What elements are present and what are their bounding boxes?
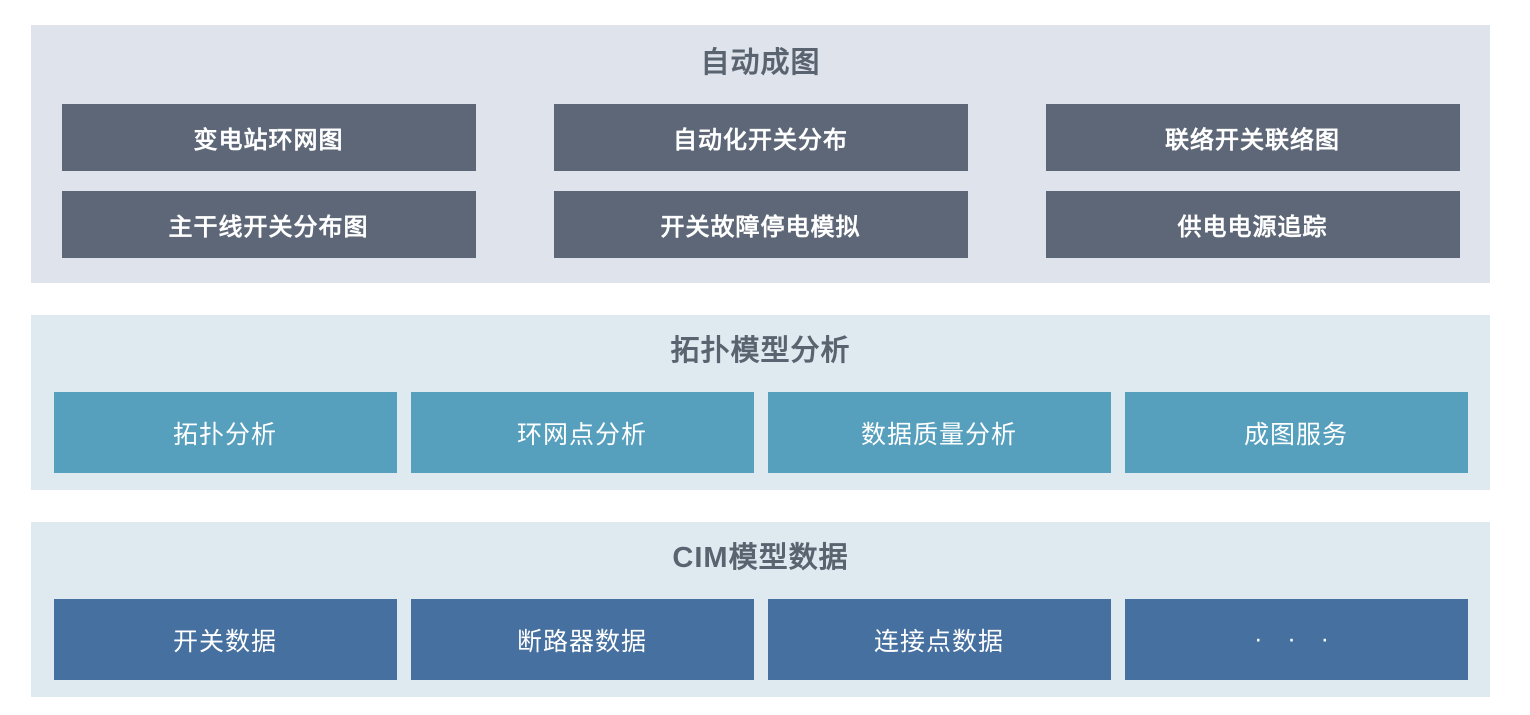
auto-mapping-button-grid: 变电站环网图 自动化开关分布 联络开关联络图 主干线开关分布图 开关故障停电模拟… (31, 104, 1490, 258)
architecture-diagram: 自动成图 变电站环网图 自动化开关分布 联络开关联络图 主干线开关分布图 开关故… (31, 25, 1490, 697)
button-switch-fault-outage-simulation[interactable]: 开关故障停电模拟 (553, 191, 968, 258)
tile-mapping-service[interactable]: 成图服务 (1124, 392, 1468, 473)
section-auto-mapping: 自动成图 变电站环网图 自动化开关分布 联络开关联络图 主干线开关分布图 开关故… (31, 25, 1490, 283)
tile-topology-analysis[interactable]: 拓扑分析 (53, 392, 397, 473)
cim-tile-row: 开关数据 断路器数据 连接点数据 · · · (31, 599, 1490, 680)
section-title-cim-model-data: CIM模型数据 (672, 542, 849, 574)
topology-tile-row: 拓扑分析 环网点分析 数据质量分析 成图服务 (31, 392, 1490, 473)
tile-switch-data[interactable]: 开关数据 (53, 599, 397, 680)
section-topology-model-analysis: 拓扑模型分析 拓扑分析 环网点分析 数据质量分析 成图服务 (31, 315, 1490, 490)
section-title-topology-model-analysis: 拓扑模型分析 (670, 335, 851, 367)
section-title-auto-mapping: 自动成图 (700, 47, 821, 79)
tile-more-ellipsis[interactable]: · · · (1124, 599, 1468, 680)
tile-circuit-breaker-data[interactable]: 断路器数据 (410, 599, 754, 680)
button-trunk-line-switch-distribution-diagram[interactable]: 主干线开关分布图 (61, 191, 476, 258)
button-automated-switch-distribution[interactable]: 自动化开关分布 (553, 104, 968, 171)
tile-connectivity-node-data[interactable]: 连接点数据 (767, 599, 1111, 680)
button-tie-switch-connection-diagram[interactable]: 联络开关联络图 (1045, 104, 1460, 171)
button-substation-ring-network-diagram[interactable]: 变电站环网图 (61, 104, 476, 171)
tile-data-quality-analysis[interactable]: 数据质量分析 (767, 392, 1111, 473)
tile-ring-network-point-analysis[interactable]: 环网点分析 (410, 392, 754, 473)
button-power-supply-tracing[interactable]: 供电电源追踪 (1045, 191, 1460, 258)
section-cim-model-data: CIM模型数据 开关数据 断路器数据 连接点数据 · · · (31, 522, 1490, 697)
